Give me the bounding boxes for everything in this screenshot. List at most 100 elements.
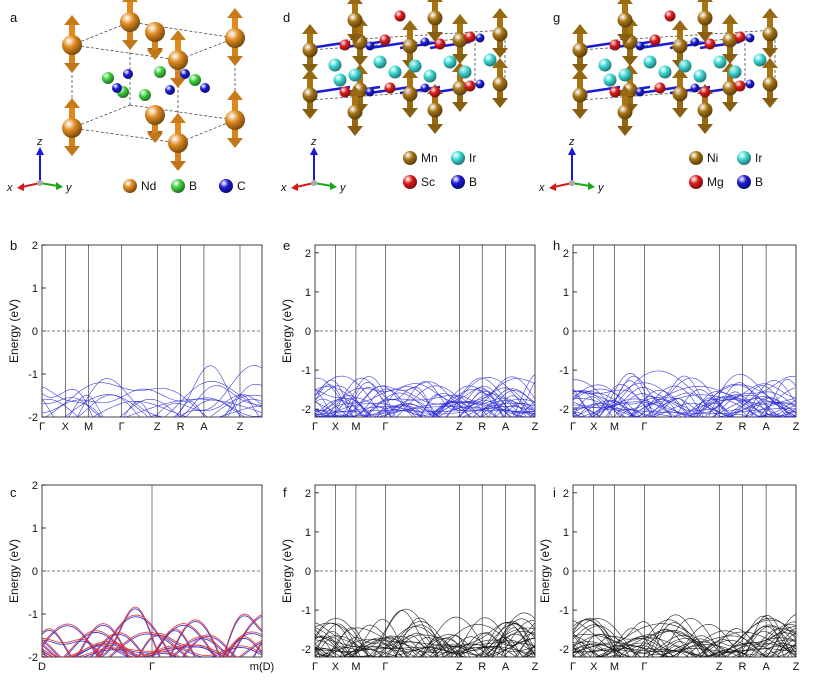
spin-arrow-tail-head [492, 48, 508, 58]
band-line [42, 394, 262, 417]
cell-edge [129, 21, 236, 39]
atom-red [384, 82, 396, 94]
band-line [315, 637, 534, 657]
y-tick-label: -1 [28, 609, 38, 621]
band-line [315, 618, 535, 657]
y-axis-label: Energy (eV) [7, 299, 21, 363]
atom-red [394, 10, 406, 22]
band-line [315, 393, 523, 417]
spin-arrow-shaft [497, 68, 503, 78]
kpoint-label: Γ [570, 661, 576, 673]
band-line [596, 382, 773, 417]
atom-ir [423, 69, 437, 83]
spin-arrow-head [302, 24, 318, 34]
y-tick-label: 0 [305, 326, 311, 338]
spin-arrow-tail-shaft [577, 56, 583, 64]
band-line [573, 396, 796, 417]
kpoint-label: Γ [382, 661, 388, 673]
spin-arrow-head [572, 24, 588, 34]
kpoint-label: M [610, 421, 619, 433]
spin-arrow-shaft [307, 34, 313, 44]
atom-red [734, 31, 746, 43]
atom-ir [388, 65, 402, 79]
atom-b [189, 74, 201, 86]
band-line [600, 623, 796, 657]
panel-label-f: f [283, 485, 287, 500]
spin-arrow-head [617, 86, 633, 96]
band-line [42, 628, 262, 657]
spin-arrow-tail-head [762, 98, 778, 108]
atom-magnetic [302, 42, 318, 58]
atom-ir [328, 58, 342, 72]
spin-arrow-tail-shaft [407, 100, 413, 108]
legend-label-c: C [237, 179, 246, 193]
band-lines [573, 370, 796, 417]
atom-b [635, 87, 645, 97]
kpoint-label: M [351, 421, 360, 433]
triad-origin [37, 180, 43, 186]
kpoint-label: Γ [641, 421, 647, 433]
band-line [573, 628, 796, 657]
atom-b [690, 37, 700, 47]
atom-magnetic [427, 102, 443, 118]
kpoint-label: X [590, 661, 598, 673]
atom-red [339, 86, 351, 98]
band-line [315, 385, 519, 417]
panel-label-a: a [10, 10, 18, 25]
triad-y-label: y [597, 182, 605, 194]
spin-arrow-tail-shaft [767, 40, 773, 48]
band-line [573, 625, 796, 657]
spin-arrow-head [672, 20, 688, 30]
panel-label-d: d [283, 10, 290, 25]
kpoint-label: X [332, 421, 340, 433]
atom-red [654, 82, 666, 94]
band-line [42, 633, 236, 657]
kpoint-label: Z [532, 421, 539, 433]
y-tick-label: -1 [28, 369, 38, 381]
band-line [717, 626, 796, 657]
y-tick-label: 2 [32, 480, 38, 492]
band-line [42, 608, 262, 657]
band-line [573, 618, 796, 657]
atom-nd [168, 50, 188, 70]
triad-x-head [17, 183, 24, 191]
band-lines [42, 365, 262, 417]
band-line [573, 397, 796, 417]
atom-red [464, 80, 476, 92]
atom-magnetic [347, 104, 363, 120]
atom-b [475, 79, 485, 89]
band-line [573, 390, 796, 417]
spin-arrow-shaft [702, 2, 708, 12]
atom-red [734, 80, 746, 92]
spin-arrow-head [572, 69, 588, 79]
kpoint-label: X [332, 661, 340, 673]
kpoint-label: M [84, 421, 93, 433]
y-tick-label: 1 [563, 287, 569, 299]
band-line [315, 375, 533, 417]
atom-ir [618, 68, 632, 82]
triad-z-head [36, 147, 44, 155]
band-line [42, 633, 262, 657]
band-line [590, 398, 796, 417]
cell-edge [344, 29, 506, 41]
triad-z-head [568, 147, 576, 155]
cell-edge [177, 37, 236, 61]
legend-swatch-mn [403, 151, 417, 165]
atom-ir [678, 59, 692, 73]
band-line [573, 627, 796, 657]
spin-arrow-shaft [352, 4, 358, 14]
kpoint-label: A [502, 661, 510, 673]
kpoint-label: Γ [382, 421, 388, 433]
legend-swatch-ni [689, 151, 703, 165]
spin-arrow-shaft [307, 79, 313, 89]
spin-arrow-tail-shaft [357, 96, 363, 104]
spin-arrow-tail-head [227, 138, 243, 148]
atom-red [699, 86, 711, 98]
band-line [92, 400, 262, 417]
spin-arrow-tail-shaft [352, 118, 358, 126]
spin-arrow-shaft [677, 78, 683, 88]
